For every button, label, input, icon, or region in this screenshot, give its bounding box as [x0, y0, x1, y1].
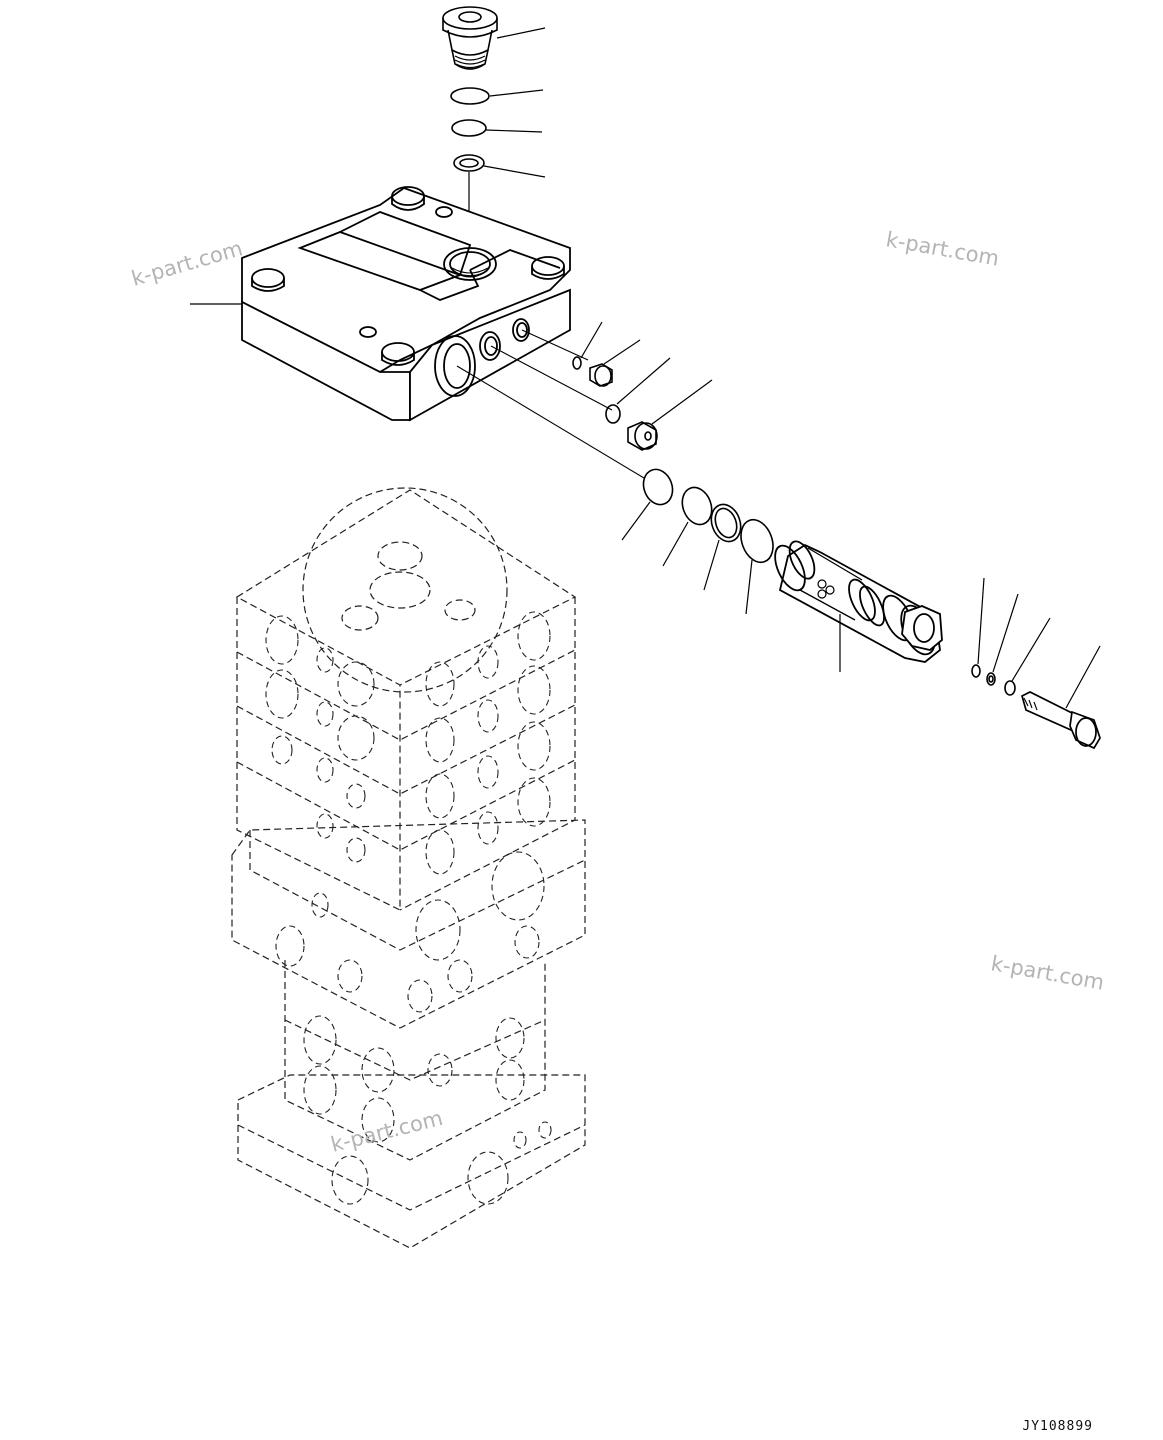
control-valve-body	[232, 488, 585, 1248]
watermark-2: k-part.com	[884, 227, 1001, 270]
valve-body-ports	[266, 612, 551, 1204]
cover-port-leaders	[457, 330, 644, 478]
small-o-ring-2[interactable]	[606, 405, 620, 423]
small-plug-2[interactable]	[628, 422, 657, 450]
spool-o-ring-2[interactable]	[677, 483, 716, 528]
backup-ring[interactable]	[454, 155, 484, 171]
leader-lines-seals	[622, 502, 752, 614]
small-o-ring-1[interactable]	[573, 357, 581, 369]
spool[interactable]	[769, 538, 942, 662]
spool-end-o-ring-3[interactable]	[1005, 681, 1015, 695]
relief-plug[interactable]	[443, 7, 497, 69]
spool-backup-ring[interactable]	[706, 500, 745, 545]
o-ring-1[interactable]	[451, 88, 489, 104]
valve-cover[interactable]	[242, 187, 570, 420]
spool-o-ring-1[interactable]	[639, 465, 678, 508]
leader-lines-spool-end	[978, 578, 1100, 708]
watermark-3: k-part.com	[989, 951, 1106, 994]
small-plug-1[interactable]	[590, 364, 612, 386]
spool-end-bolt[interactable]	[1022, 692, 1100, 748]
spool-end-o-ring-1[interactable]	[972, 665, 980, 677]
spool-end-o-ring-2[interactable]	[987, 673, 995, 685]
o-ring-2[interactable]	[452, 120, 486, 136]
drawing-code: JY108899	[1022, 1419, 1093, 1434]
watermarks: k-part.com k-part.com k-part.com k-part.…	[129, 227, 1106, 1157]
leader-lines-small	[581, 322, 712, 424]
spool-o-ring-3[interactable]	[735, 515, 778, 567]
watermark-1: k-part.com	[129, 236, 246, 291]
